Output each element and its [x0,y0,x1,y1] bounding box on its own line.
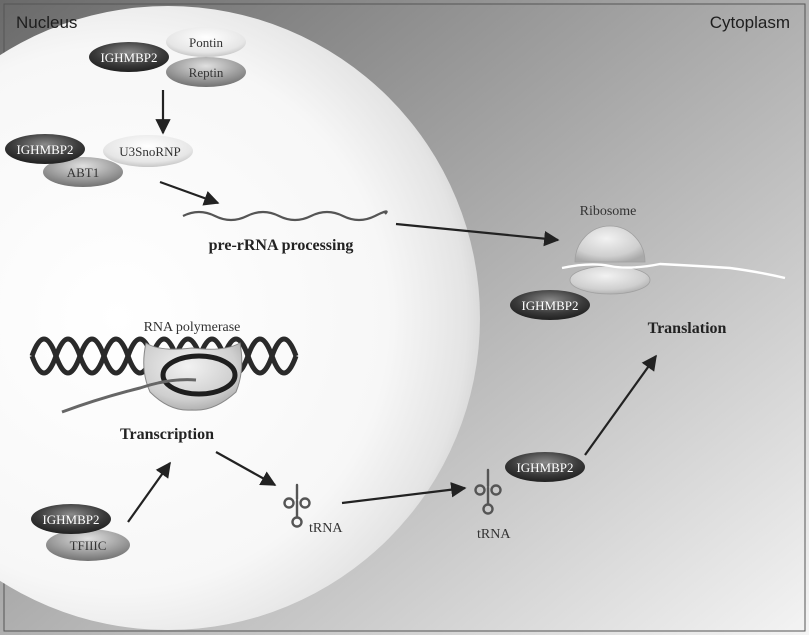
trna-nuclear-icon [283,483,311,528]
trna-cytoplasmic-label: tRNA [477,527,511,542]
arrow-to-pre-rrna [159,180,220,206]
trna-nuclear-label: tRNA [309,521,343,536]
ighmbp2-protein-tfiiic [31,504,111,534]
mrna-strand [561,262,786,280]
nucleus-label: Nucleus [16,13,77,32]
arrow-tfiiic-to-transcription [127,461,171,523]
ighmbp2-label-top: IGHMBP2 [100,50,157,65]
polymerase-dna-loop [160,353,238,397]
ribosome-label: Ribosome [580,204,637,219]
tfiiic-label: TFIIIC [70,538,107,553]
ighmbp2-label-tfiiic: IGHMBP2 [42,512,99,527]
arrow-trna-export [341,482,467,505]
u3snornp-protein [103,135,193,167]
ighmbp2-protein-snornp [5,134,85,164]
reptin-label: Reptin [189,65,224,80]
ribosome-small-subunit [569,265,651,295]
ighmbp2-label-trna: IGHMBP2 [516,460,573,475]
trna-cytoplasmic-icon [474,468,502,515]
nascent-rna-strand [61,378,197,414]
ighmbp2-label-ribosome: IGHMBP2 [521,298,578,313]
ighmbp2-label-snornp: IGHMBP2 [16,142,73,157]
reptin-protein [166,57,246,87]
arrow-to-ribosome [395,222,560,247]
ighmbp2-protein-trna [505,452,585,482]
transcription-label: Transcription [120,426,214,443]
abt1-label: ABT1 [67,165,100,180]
arrow-trna-to-translation [584,354,657,456]
pre-rrna-processing-label: pre-rRNA processing [209,237,354,254]
rna-polymerase-label: RNA polymerase [144,320,241,335]
ribosome-large-subunit [574,225,646,263]
arrow-transcription-to-trna [215,451,277,486]
abt1-protein [43,157,123,187]
pre-rrna-strand [182,210,388,222]
pontin-label: Pontin [189,35,223,50]
pontin-protein [166,27,246,57]
tfiiic-protein [46,529,130,561]
ighmbp2-protein-top [89,42,169,72]
u3snornp-label: U3SnoRNP [119,144,180,159]
translation-label: Translation [648,320,727,337]
cytoplasm-label: Cytoplasm [710,13,790,32]
ighmbp2-protein-ribosome [510,290,590,320]
